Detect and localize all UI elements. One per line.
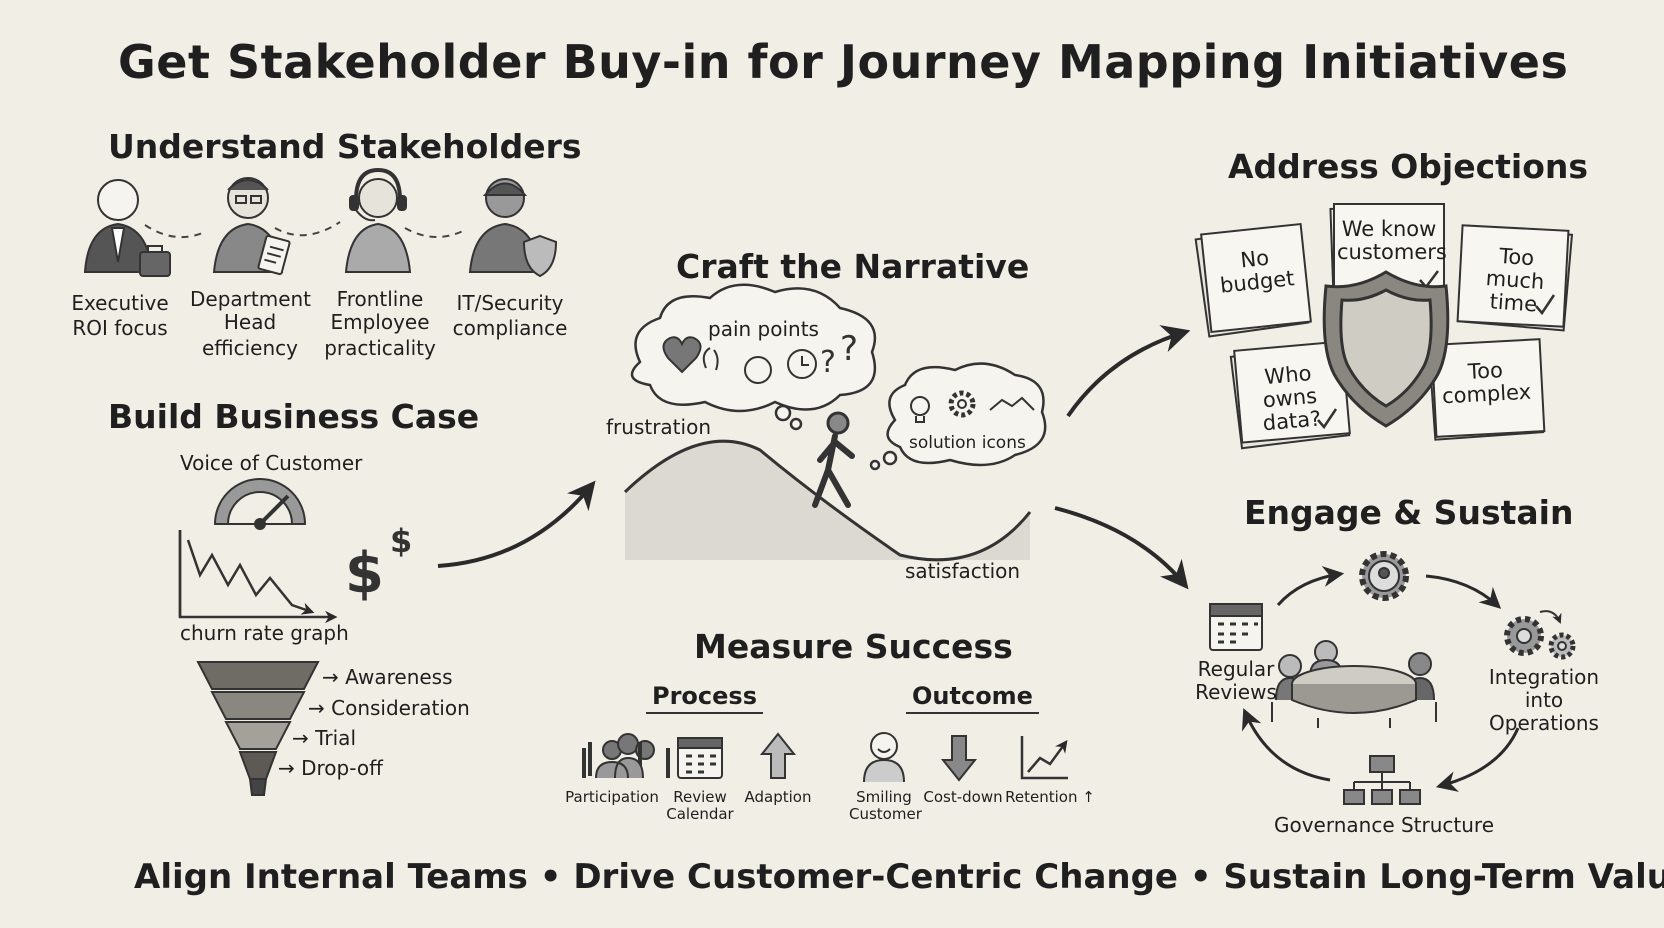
funnel-tier xyxy=(224,721,292,750)
funnel-awareness-label: → Awareness xyxy=(322,665,453,689)
footer-tagline: Align Internal Teams • Drive Customer-Ce… xyxy=(134,857,1664,897)
understand-heading: Understand Stakeholders xyxy=(108,127,582,166)
stakeholder-it-security-focus: compliance xyxy=(452,316,568,340)
measure-heading: Measure Success xyxy=(694,627,1013,666)
voice-of-customer-gauge xyxy=(213,478,307,530)
pain-icons: ? ? xyxy=(662,329,858,384)
cycle-arrows xyxy=(1242,566,1520,792)
solution-icons xyxy=(910,390,1035,423)
journey-hill xyxy=(623,439,1032,562)
stakeholder-link-line xyxy=(144,221,466,239)
frustration-label: frustration xyxy=(606,415,711,439)
flow-arrow-1 xyxy=(437,480,596,568)
business-case-heading: Build Business Case xyxy=(108,397,480,436)
cost-down-label: Cost-down xyxy=(923,788,1003,806)
adaption-label: Adaption xyxy=(744,788,812,806)
flow-arrow-2 xyxy=(1066,325,1191,418)
shield-icon xyxy=(1322,270,1450,428)
churn-rate-label: churn rate graph xyxy=(180,621,349,645)
participation-label: Participation xyxy=(565,788,659,806)
stakeholder-executive-role: Executive xyxy=(71,291,169,315)
churn-rate-graph xyxy=(178,530,338,624)
gears-icon xyxy=(1504,610,1576,660)
regular-reviews-label: Regular Reviews xyxy=(1195,657,1277,704)
funnel-tier xyxy=(196,661,320,690)
objections-heading: Address Objections xyxy=(1228,147,1589,186)
it-security-icon xyxy=(468,178,558,278)
funnel-consideration-label: → Consideration xyxy=(308,696,470,720)
smiling-customer-label: Smiling Customer xyxy=(849,788,922,824)
outcome-label: Outcome xyxy=(906,682,1039,714)
walking-person-icon xyxy=(812,411,855,508)
meeting-table-icon xyxy=(1271,640,1437,728)
svg-text:?: ? xyxy=(840,329,858,369)
governance-label: Governance Structure xyxy=(1273,813,1495,837)
org-chart-icon xyxy=(1343,755,1421,805)
page-title: Get Stakeholder Buy-in for Journey Mappi… xyxy=(118,35,1569,89)
frontline-employee-icon xyxy=(344,167,412,273)
integration-label: Integration into Operations xyxy=(1488,665,1600,735)
stakeholder-frontline-role: Frontline Employee xyxy=(330,287,430,334)
objection-we-know-customers: We know customers xyxy=(1337,217,1447,265)
stakeholder-department-head-focus: efficiency xyxy=(201,336,299,360)
funnel-tier xyxy=(210,691,306,720)
gear-head-icon xyxy=(1359,551,1409,601)
objection-no-budget: No budget xyxy=(1218,245,1296,298)
review-calendar-icon xyxy=(677,737,723,779)
objection-note-3 xyxy=(1456,224,1574,332)
objection-too-much-time: Too much time xyxy=(1484,243,1546,317)
executive-icon xyxy=(83,179,171,277)
stakeholder-department-head-role: Department Head xyxy=(190,287,312,334)
funnel-spout xyxy=(248,778,268,796)
dollar-icon: $ $ xyxy=(345,522,412,606)
department-head-icon xyxy=(212,177,291,276)
funnel-trial-label: → Trial xyxy=(292,726,356,750)
stakeholder-executive-focus: ROI focus xyxy=(72,316,168,340)
flow-arrow-3 xyxy=(1054,506,1189,590)
stakeholder-it-security-role: IT/Security xyxy=(456,291,564,315)
objection-too-complex: Too complex xyxy=(1441,358,1532,409)
narrative-heading: Craft the Narrative xyxy=(676,247,1030,286)
objection-note-1 xyxy=(1194,222,1312,338)
stakeholder-frontline-focus: practicality xyxy=(324,336,436,360)
conversion-funnel xyxy=(196,661,320,796)
retention-label: Retention ↑ xyxy=(1005,788,1095,806)
calendar-icon xyxy=(1209,603,1263,651)
smiling-customer-icon xyxy=(863,732,905,783)
funnel-dropoff-label: → Drop-off xyxy=(278,756,383,780)
objection-who-owns-data: Who owns data? xyxy=(1261,361,1323,436)
adaption-arrow-up-icon xyxy=(759,732,797,779)
voice-of-customer-label: Voice of Customer xyxy=(180,451,363,475)
solution-icons-label: solution icons xyxy=(909,433,1026,453)
satisfaction-label: satisfaction xyxy=(905,559,1021,583)
process-label: Process xyxy=(646,682,763,714)
funnel-tier xyxy=(238,751,278,780)
objection-note-5 xyxy=(1427,338,1546,441)
solution-cloud xyxy=(869,362,1047,471)
pain-points-cloud xyxy=(630,283,877,431)
retention-chart-icon xyxy=(1020,736,1068,780)
cost-down-arrow-icon xyxy=(940,735,978,782)
svg-text:?: ? xyxy=(820,345,836,380)
svg-text:$: $ xyxy=(390,522,412,560)
svg-text:$: $ xyxy=(345,541,384,606)
review-calendar-label: Review Calendar xyxy=(666,788,734,824)
participation-icon xyxy=(582,733,670,779)
engage-heading: Engage & Sustain xyxy=(1244,493,1574,532)
pain-points-label: pain points xyxy=(708,317,819,341)
